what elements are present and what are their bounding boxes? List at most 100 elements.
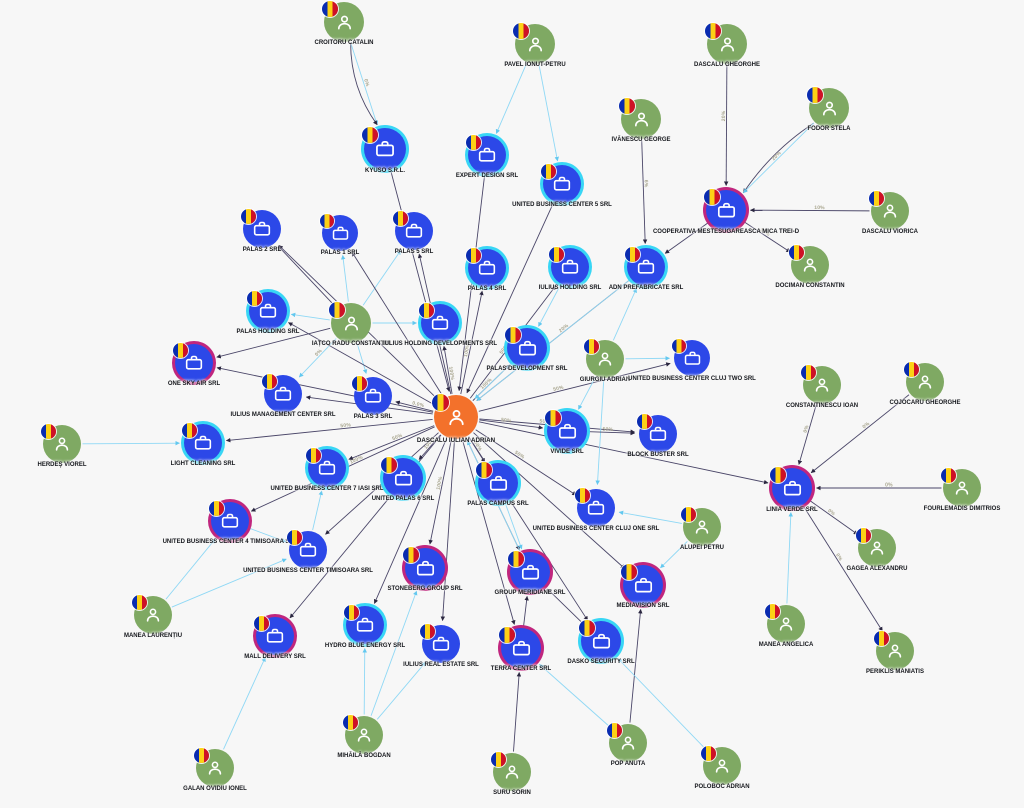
graph-node-dasko_security[interactable]: DASKO SECURITY SRL: [567, 620, 635, 665]
graph-node-herdes_viorel[interactable]: HERDEŞ VIOREL: [37, 424, 87, 468]
node-circle[interactable]: [607, 723, 647, 762]
node-circle[interactable]: [320, 214, 358, 251]
graph-node-galan_ovidiu[interactable]: GALAN OVIDIU IONEL: [183, 748, 247, 792]
graph-node-block_buster[interactable]: BLOCK BUSTER SRL: [627, 414, 689, 458]
graph-node-palas3[interactable]: PALAS 3 SRL: [352, 376, 392, 420]
node-circle[interactable]: [491, 752, 531, 791]
graph-node-ubc_timisoara[interactable]: UNITED BUSINESS CENTER TIMISOARA SRL: [243, 530, 373, 574]
graph-node-vivide[interactable]: VIVIDE SRL: [545, 410, 587, 455]
graph-node-palas_campus[interactable]: PALAS CAMPUS SRL: [467, 462, 529, 507]
node-circle[interactable]: [541, 164, 581, 203]
node-circle[interactable]: [132, 595, 172, 634]
graph-node-stoneberg[interactable]: STONEBERG GROUP SRL: [387, 547, 463, 592]
graph-node-dociman_constantin[interactable]: DOCIMAN CONSTANTIN: [775, 245, 845, 289]
graph-node-iatco_radu[interactable]: IAȚCO RADU CONSTANTIN: [312, 302, 390, 347]
graph-node-ubc4_timisoara[interactable]: UNITED BUSINESS CENTER 4 TIMISOARA SRL: [163, 501, 297, 545]
node-circle[interactable]: [904, 362, 944, 401]
node-circle[interactable]: [41, 424, 81, 463]
graph-node-iulius_holding_dev[interactable]: IULIUS HOLDING DEVELOPMENTS SRL: [383, 303, 497, 347]
graph-node-palas5[interactable]: PALAS 5 SRL: [393, 211, 433, 255]
graph-node-manea_laurentiu[interactable]: MANEA LAURENȚIU: [124, 595, 182, 639]
graph-node-mihaila_bogdan[interactable]: MIHĂILĂ BOGDAN: [337, 715, 391, 759]
node-circle[interactable]: [765, 604, 805, 643]
node-circle[interactable]: [343, 715, 383, 754]
node-circle[interactable]: [194, 748, 234, 787]
graph-node-ubc_cluj_one[interactable]: UNITED BUSINESS CENTER CLUJ ONE SRL: [533, 488, 659, 532]
node-circle[interactable]: [701, 746, 741, 785]
node-circle[interactable]: [789, 245, 829, 284]
node-circle[interactable]: [770, 467, 812, 508]
node-circle[interactable]: [705, 23, 747, 64]
graph-node-hydro_blue[interactable]: HYDRO BLUE ENERGY SRL: [325, 605, 405, 649]
graph-node-pavel_ionut[interactable]: PAVEL IONUT-PETRU: [504, 23, 566, 68]
node-circle[interactable]: [209, 501, 249, 540]
node-circle[interactable]: [941, 468, 981, 507]
node-circle[interactable]: [704, 189, 746, 230]
node-circle[interactable]: [352, 376, 392, 415]
node-circle[interactable]: [856, 528, 896, 567]
node-circle[interactable]: [549, 247, 589, 286]
node-circle[interactable]: [306, 448, 346, 487]
graph-node-linia_verde[interactable]: LINIA VERDE SRL: [766, 467, 818, 513]
graph-node-cojocaru_gheorghe[interactable]: COJOCARU GHEORGHE: [889, 362, 961, 406]
node-circle[interactable]: [329, 302, 371, 343]
graph-node-manea_angelica[interactable]: MANEA ANGELICA: [759, 604, 813, 648]
graph-node-polobac_adrian[interactable]: POLOBOC ADRIAN: [694, 746, 750, 790]
graph-node-coop_trei_d[interactable]: COOPERATIVA MESTESUGAREASCA MICA TREI-D: [653, 189, 799, 235]
node-circle[interactable]: [672, 339, 710, 376]
node-circle[interactable]: [681, 507, 721, 546]
graph-node-fourlemadis[interactable]: FOURLEMADIS DIMITRIOS: [924, 468, 1000, 512]
node-circle[interactable]: [869, 191, 909, 230]
node-circle[interactable]: [499, 627, 541, 668]
graph-node-dascalu_viorica[interactable]: DASCALU VIORICA: [862, 191, 918, 235]
graph-node-mediavision[interactable]: MEDIAVISION SRL: [617, 564, 669, 609]
graph-node-fodor_stela[interactable]: FODOR STELA: [807, 87, 851, 132]
graph-node-ubc5[interactable]: UNITED BUSINESS CENTER 5 SRL: [512, 164, 612, 208]
graph-node-light_cleaning[interactable]: LIGHT CLEANING SRL: [171, 423, 235, 467]
node-circle[interactable]: [344, 605, 384, 644]
graph-node-one_sky_air[interactable]: ONE SKY AIR SRL: [168, 343, 220, 387]
graph-node-giurgiu_adrian[interactable]: GIURGIU ADRIAN: [580, 339, 630, 383]
graph-node-dascalu_gheorghe[interactable]: DASCALU GHEORGHE: [694, 23, 760, 68]
node-circle[interactable]: [247, 291, 287, 330]
node-circle[interactable]: [262, 374, 302, 413]
node-circle[interactable]: [575, 488, 615, 527]
graph-node-iulius_holding[interactable]: IULIUS HOLDING SRL: [539, 247, 601, 291]
node-circle[interactable]: [381, 457, 423, 498]
node-circle[interactable]: [182, 423, 222, 462]
graph-node-kyuso[interactable]: KYUSO S.R.L.: [362, 127, 406, 174]
graph-node-palas4[interactable]: PALAS 4 SRL: [466, 248, 506, 292]
graph-node-palas2[interactable]: PALAS 2 SRL: [241, 209, 281, 253]
graph-node-iulius_mgmt[interactable]: IULIUS MANAGEMENT CENTER SRL: [231, 374, 336, 418]
node-circle[interactable]: [287, 530, 327, 569]
node-circle[interactable]: [508, 551, 550, 592]
node-circle[interactable]: [637, 414, 677, 453]
graph-node-alupei_petru[interactable]: ALUPEI PETRU: [680, 507, 724, 551]
node-circle[interactable]: [874, 631, 914, 670]
graph-node-mall_delivery[interactable]: MALL DELIVERY SRL: [244, 616, 306, 660]
graph-node-pop_anuta[interactable]: POP ANUTA: [607, 723, 647, 767]
node-circle[interactable]: [505, 327, 547, 368]
graph-node-adn_prefabricate[interactable]: ADN PREFABRICATE SRL: [609, 247, 683, 291]
graph-node-group_meridiane[interactable]: GROUP MERIDIANE SRL: [495, 551, 565, 596]
node-circle[interactable]: [619, 98, 661, 139]
graph-node-palas_development[interactable]: PALAS DEVELOPMENT SRL: [487, 327, 567, 372]
node-circle[interactable]: [403, 547, 445, 588]
node-circle[interactable]: [466, 248, 506, 287]
graph-node-suru_sorin[interactable]: SURU SORIN: [491, 752, 531, 796]
graph-node-ivanescu_george[interactable]: IVĂNESCU GEORGE: [611, 98, 671, 143]
node-circle[interactable]: [579, 620, 621, 661]
graph-node-expert_design[interactable]: EXPERT DESIGN SRL: [456, 135, 518, 179]
node-circle[interactable]: [254, 616, 294, 655]
node-circle[interactable]: [241, 209, 281, 248]
graph-node-ubc7_iasi[interactable]: UNITED BUSINESS CENTER 7 IASI SRL: [270, 448, 384, 492]
node-circle[interactable]: [393, 211, 433, 250]
graph-node-terra_center[interactable]: TERRA CENTER SRL: [491, 627, 551, 672]
node-circle[interactable]: [621, 564, 663, 605]
node-circle[interactable]: [801, 365, 841, 404]
graph-node-constantinescu_ioan[interactable]: CONSTANTINESCU IOAN: [786, 365, 858, 409]
graph-node-croitoru_catalin[interactable]: CROITORU CATALIN: [315, 1, 374, 46]
node-circle[interactable]: [476, 462, 518, 503]
node-circle[interactable]: [625, 247, 665, 286]
